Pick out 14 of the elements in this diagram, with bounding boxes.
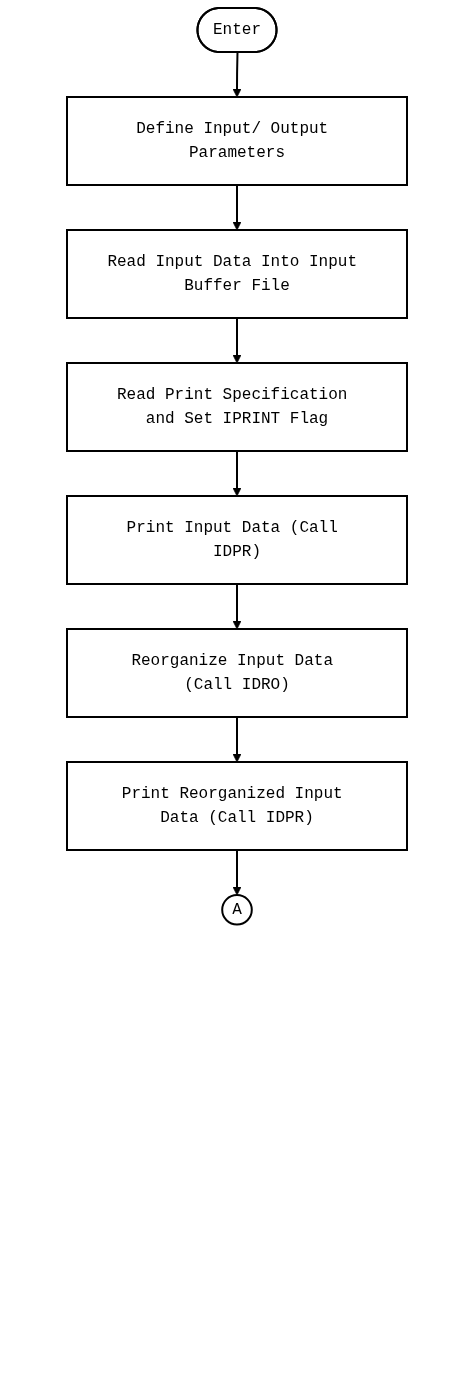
node-box: Read Input Data Into Input Buffer File bbox=[65, 229, 408, 319]
arrow bbox=[232, 51, 241, 98]
arrow bbox=[232, 583, 241, 630]
node-box: Read Print Specification and Set IPRINT Flag bbox=[65, 362, 408, 452]
arrow bbox=[232, 450, 241, 497]
node-box: Print Input Data (Call IDPR) bbox=[65, 495, 408, 585]
arrow bbox=[232, 184, 241, 231]
arrow bbox=[232, 716, 241, 763]
node-circle: A bbox=[220, 894, 253, 926]
node-box: Define Input/ Output Parameters bbox=[65, 96, 408, 186]
arrow bbox=[232, 317, 241, 364]
node-box: Reorganize Input Data (Call IDRO) bbox=[65, 628, 408, 718]
arrow bbox=[232, 849, 241, 896]
node-box: Print Reorganized Input Data (Call IDPR) bbox=[65, 761, 408, 851]
